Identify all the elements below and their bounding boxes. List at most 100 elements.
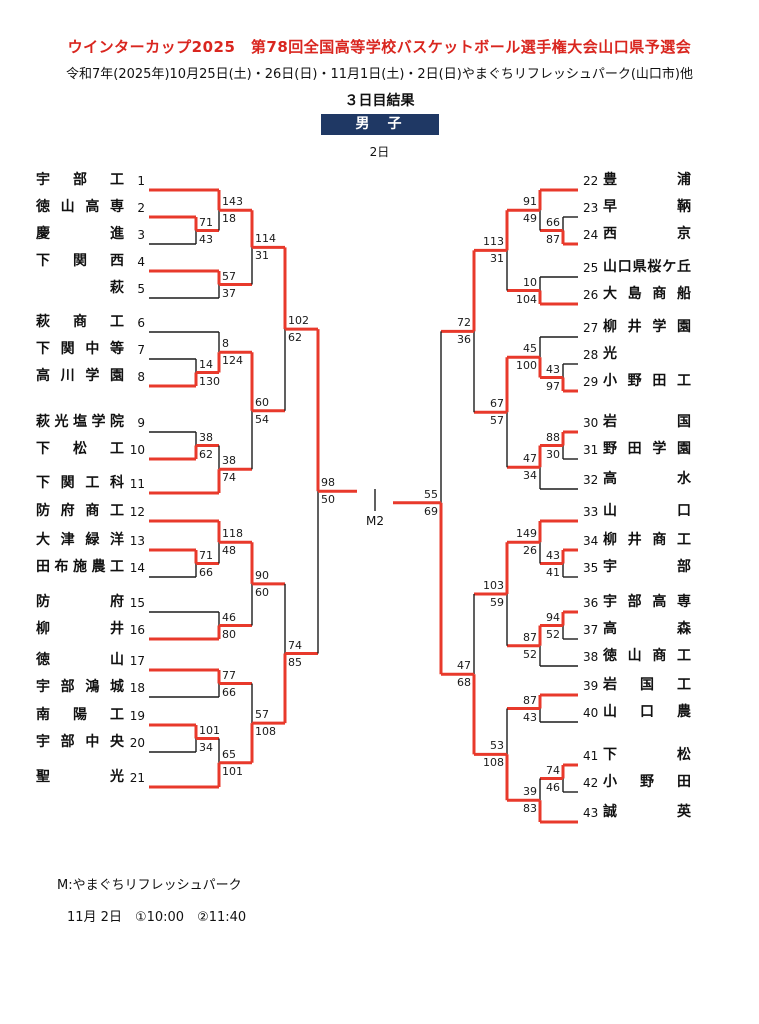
team-name-char: 井 [627, 532, 642, 548]
team-seed-number: 42 [583, 776, 599, 790]
team-name: 高水 [603, 470, 691, 488]
team-name: 岩国 [603, 413, 691, 431]
match-score-bottom: 62 [288, 331, 302, 345]
team-seed-number: 4 [137, 255, 145, 269]
team-name-char: 下 [36, 475, 50, 491]
team-name-char: 口 [677, 503, 691, 519]
match-score-top: 45 [523, 342, 537, 356]
team-name-char: 工 [110, 559, 124, 575]
team-name: 柳井 [36, 620, 124, 638]
match-score-bottom: 30 [546, 447, 560, 461]
team-name: 山口県桜ケ丘 [603, 258, 691, 276]
match-score-top: 47 [457, 659, 471, 673]
team-seed-number: 7 [137, 343, 145, 357]
team-name: 高森 [603, 620, 691, 638]
team-name: 岩国工 [603, 676, 691, 694]
team-name: 高川学園 [36, 367, 124, 385]
team-name-char: 山 [627, 648, 642, 664]
match-score-bottom: 57 [490, 414, 504, 428]
match-score-bottom: 62 [199, 447, 213, 461]
team-name: 宇部工 [36, 171, 124, 189]
match-score-top: 91 [523, 195, 537, 209]
team-name: 下関中等 [36, 340, 124, 358]
match-score-bottom: 46 [546, 780, 560, 794]
team-name-char: 高 [36, 368, 50, 384]
match-score-bottom: 43 [199, 232, 213, 246]
match-score-top: 46 [222, 610, 236, 624]
match-score-top: 90 [255, 568, 269, 582]
team-seed-number: 43 [583, 806, 599, 820]
team-seed-number: 40 [583, 706, 599, 720]
team-name-char: 誠 [603, 804, 617, 820]
team-name-char: 部 [677, 559, 691, 575]
team-name-char: 中 [85, 734, 100, 750]
team-name-char: 園 [676, 319, 691, 335]
team-name-char: 国 [677, 414, 691, 430]
team-name-char: 防 [36, 594, 50, 610]
day3-results-heading: ３日目結果 [344, 93, 415, 109]
team-name: 萩 [36, 279, 124, 297]
team-seed-number: 19 [129, 709, 145, 723]
team-name-char: 高 [652, 594, 667, 610]
team-name: 南陽工 [36, 706, 124, 724]
team-name-char: 森 [677, 621, 691, 637]
team-name-char: 専 [676, 594, 691, 610]
team-name-char: 科 [109, 475, 124, 491]
match-score-bottom: 52 [546, 627, 560, 641]
team-name: 下関工科 [36, 474, 124, 492]
match-score-top: 39 [523, 785, 537, 799]
team-seed-number: 10 [129, 443, 145, 457]
team-name: 下松工 [36, 440, 124, 458]
team-name-char: 田 [36, 559, 50, 575]
team-seed-number: 27 [583, 321, 599, 335]
match-score-bottom: 37 [222, 286, 236, 300]
team-seed-number: 3 [137, 228, 145, 242]
team-name-char: 園 [109, 368, 124, 384]
team-name-char: 工 [676, 373, 691, 389]
match-score-bottom: 68 [457, 676, 471, 690]
team-seed-number: 30 [583, 416, 599, 430]
team-name-char: 萩 [110, 280, 124, 296]
team-seed-number: 14 [129, 561, 145, 575]
match-score-top: 77 [222, 668, 236, 682]
match-score-bottom: 74 [222, 471, 236, 485]
team-name-char: 船 [676, 286, 691, 302]
team-name-char: 等 [109, 341, 124, 357]
team-name-char: 進 [110, 226, 124, 242]
match-score-bottom: 48 [222, 544, 236, 558]
match-score-top: 10 [523, 275, 537, 289]
team-name-char: 緑 [85, 532, 100, 548]
team-name-char: 宇 [36, 734, 50, 750]
match-score-top: 38 [199, 430, 213, 444]
match-score-top: 71 [199, 548, 213, 562]
team-name: 山口 [603, 502, 691, 520]
match-score-top: 118 [222, 527, 243, 541]
team-name-char: 学 [85, 368, 100, 384]
team-name-char: 柳 [36, 621, 50, 637]
team-name-char: 院 [110, 414, 124, 430]
team-seed-number: 34 [583, 534, 599, 548]
team-name: 豊浦 [603, 171, 691, 189]
team-name-char: 工 [677, 677, 691, 693]
team-name-char: 商 [652, 532, 667, 548]
team-name-char: 聖 [36, 769, 50, 785]
team-name-char: 工 [110, 314, 124, 330]
team-name-char: 浦 [677, 172, 691, 188]
tournament-dates-venue: 令和7年(2025年)10月25日(土)・26日(日)・11月1日(土)・2日(… [66, 67, 693, 82]
team-name-char: 光 [603, 346, 617, 362]
match-score-top: 60 [255, 395, 269, 409]
team-name-char: 学 [652, 319, 667, 335]
team-name-char: 学 [652, 441, 667, 457]
team-seed-number: 17 [129, 654, 145, 668]
team-name: 大島商船 [603, 285, 691, 303]
match-score-top: 57 [222, 269, 236, 283]
team-name: 野田学園 [603, 440, 691, 458]
team-name-char: 井 [110, 621, 124, 637]
team-name-char: 工 [109, 503, 124, 519]
match-score-top: 57 [255, 708, 269, 722]
team-name-char: 宇 [603, 559, 617, 575]
match-score-bottom: 85 [288, 655, 302, 669]
team-name: 宇部 [603, 558, 691, 576]
